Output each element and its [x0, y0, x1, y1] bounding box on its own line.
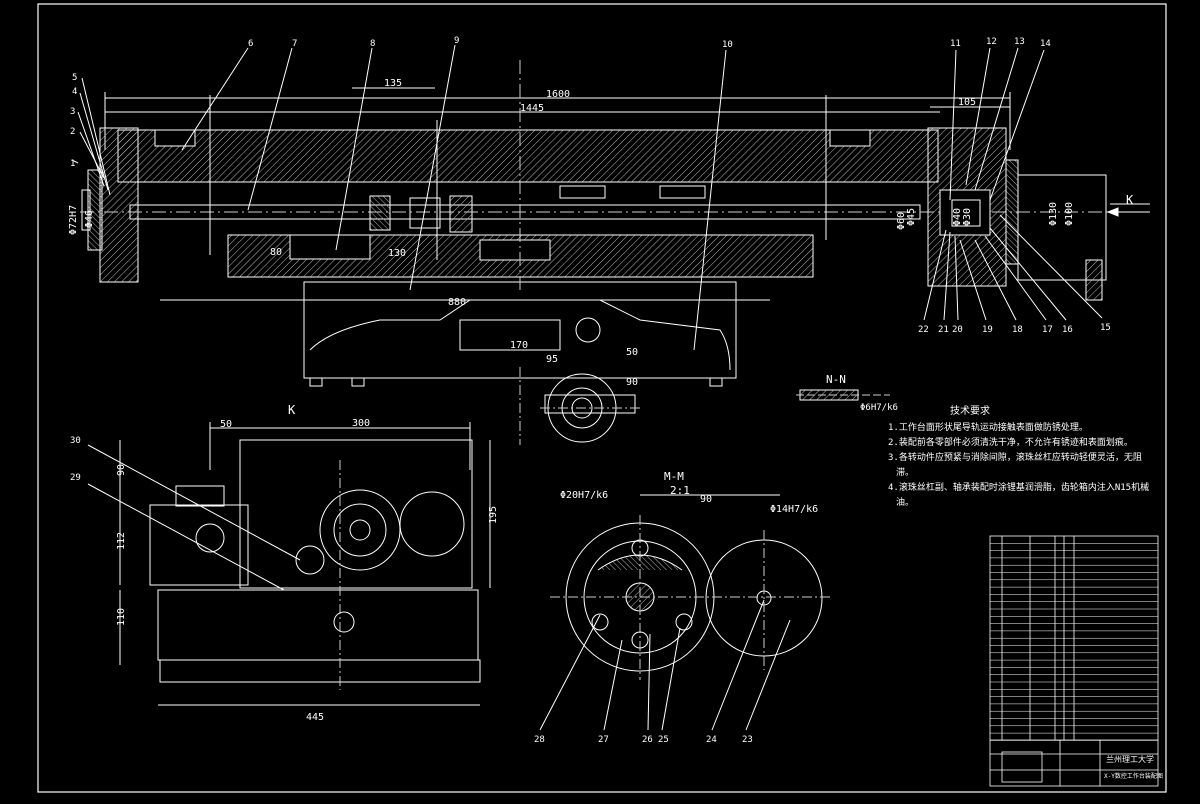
dim-135: 135 — [384, 78, 402, 89]
balloon-17: 17 — [1042, 325, 1053, 335]
view-k-dim-50: 50 — [220, 419, 232, 430]
balloon-24: 24 — [706, 735, 717, 745]
balloon-22: 22 — [918, 325, 929, 335]
view-k-arrow-label: K — [1126, 193, 1134, 207]
balloon-14: 14 — [1040, 39, 1051, 49]
section-mm-title: M-M — [664, 470, 684, 483]
balloon-9: 9 — [454, 36, 459, 46]
balloon-30: 30 — [70, 436, 81, 446]
dim-dia-45: Φ45 — [906, 208, 917, 226]
dim-dia-72: Φ72H7 — [68, 205, 79, 235]
section-mm — [539, 494, 830, 731]
dim-105: 105 — [958, 97, 976, 108]
balloon-20: 20 — [952, 325, 963, 335]
balloon-25: 25 — [658, 735, 669, 745]
balloon-6: 6 — [248, 39, 253, 49]
dim-dia-30: Φ30 — [962, 208, 973, 226]
main-view — [71, 44, 1150, 445]
balloon-23: 23 — [742, 735, 753, 745]
tech-req-line-6: 油。 — [896, 496, 914, 508]
balloon-5: 5 — [72, 73, 77, 83]
balloon-28: 28 — [534, 735, 545, 745]
balloon-19: 19 — [982, 325, 993, 335]
balloon-numbers: 1 2 3 4 5 6 7 8 9 10 11 12 13 14 22 21 2… — [70, 36, 1111, 745]
school-name: 兰州理工大学 — [1106, 754, 1154, 764]
dim-dia-100: Φ100 — [1064, 202, 1075, 226]
balloon-12: 12 — [986, 37, 997, 47]
dim-95: 95 — [546, 354, 558, 365]
balloon-21: 21 — [938, 325, 949, 335]
tech-req-line-2: 2.装配前各零部件必须清洗干净，不允许有锈迹和表面划痕。 — [888, 436, 1133, 448]
view-k-title: K — [288, 403, 296, 417]
drawing-border — [37, 3, 1167, 793]
bill-of-materials — [989, 535, 1159, 787]
balloon-13: 13 — [1014, 37, 1025, 47]
view-k-dim-110: 110 — [116, 608, 127, 626]
bom-row-lines — [990, 543, 1158, 741]
dim-dia-46: Φ46 — [84, 210, 95, 228]
balloon-10: 10 — [722, 40, 733, 50]
balloon-2: 2 — [70, 127, 75, 137]
title-block-texts: 兰州理工大学 X-Y数控工作台装配图 — [1104, 754, 1163, 780]
dim-880: 880 — [448, 297, 466, 308]
dim-130: 130 — [388, 248, 406, 259]
balloon-29: 29 — [70, 473, 81, 483]
view-k-dim-445: 445 — [306, 712, 324, 723]
balloon-15: 15 — [1100, 323, 1111, 333]
dim-80: 80 — [270, 247, 282, 258]
main-dim-texts: 1600 1445 135 105 80 130 880 170 95 50 9… — [68, 78, 1134, 388]
section-nn-title: N-N — [826, 373, 846, 386]
dim-dia-60: Φ60 — [896, 212, 907, 230]
section-mm-texts: M-M 2:1 90 Φ20H7/k6 Φ14H7/k6 — [560, 470, 818, 515]
balloon-27: 27 — [598, 735, 609, 745]
view-k — [87, 422, 491, 706]
drawing-name: X-Y数控工作台装配图 — [1104, 772, 1163, 780]
balloon-4: 4 — [72, 87, 77, 97]
section-mm-dim-20: Φ20H7/k6 — [560, 490, 608, 501]
balloon-8: 8 — [370, 39, 375, 49]
dim-dia-130: Φ130 — [1048, 202, 1059, 226]
section-mm-scale: 2:1 — [670, 484, 690, 497]
section-nn — [796, 389, 890, 401]
balloon-26: 26 — [642, 735, 653, 745]
dim-50: 50 — [626, 347, 638, 358]
balloon-11: 11 — [950, 39, 961, 49]
dim-1600: 1600 — [546, 89, 570, 100]
balloon-18: 18 — [1012, 325, 1023, 335]
tech-req-title: 技术要求 — [950, 404, 990, 417]
view-k-dim-90: 90 — [116, 464, 127, 476]
tech-req-line-3: 3.各转动件应预紧与消除间隙，滚珠丝杠应转动轻便灵活，无阻 — [888, 451, 1142, 463]
view-k-texts: K 50 300 90 112 110 195 445 — [116, 403, 499, 723]
view-k-dim-195: 195 — [488, 506, 499, 524]
section-mm-dim-90: 90 — [700, 494, 712, 505]
view-k-dim-300: 300 — [352, 418, 370, 429]
tech-req-line-5: 4.滚珠丝杠副、轴承装配时涂锂基润滑脂，齿轮箱内注入N15机械 — [888, 481, 1149, 493]
balloon-3: 3 — [70, 107, 75, 117]
section-nn-dim: Φ6H7/k6 — [860, 403, 898, 413]
section-mm-dim-14: Φ14H7/k6 — [770, 504, 818, 515]
tech-requirements: 技术要求 1.工作台面形状尾导轨运动接触表面做防锈处理。 2.装配前各零部件必须… — [888, 404, 1149, 508]
view-k-dim-112: 112 — [116, 532, 127, 550]
dim-1445: 1445 — [520, 103, 544, 114]
dim-dia-40: Φ40 — [952, 208, 963, 226]
balloon-1: 1 — [70, 159, 75, 169]
tech-req-line-4: 滞。 — [896, 467, 914, 478]
dim-90: 90 — [626, 377, 638, 388]
balloon-16: 16 — [1062, 325, 1073, 335]
dim-170: 170 — [510, 340, 528, 351]
tech-req-line-1: 1.工作台面形状尾导轨运动接触表面做防锈处理。 — [888, 421, 1088, 433]
balloon-7: 7 — [292, 39, 297, 49]
